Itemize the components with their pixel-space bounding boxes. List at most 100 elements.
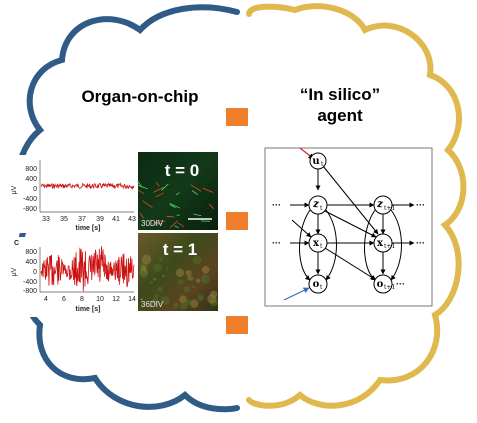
node-z-t1-sub: t+1 bbox=[384, 205, 395, 212]
tissue-blob bbox=[141, 272, 147, 278]
tissue-blob bbox=[185, 298, 192, 306]
neuron-fiber bbox=[174, 225, 179, 229]
neuron-texture-t1 bbox=[139, 254, 218, 310]
node-x-t-label: x bbox=[313, 238, 320, 249]
plot2-signal-trace bbox=[40, 246, 135, 292]
plot2-ytick-3: -400 bbox=[23, 279, 37, 286]
microscope-image-t1: t = 1 36DIV bbox=[138, 233, 218, 311]
signal-plot-2: C 800 400 0 -400 -800 μV 4 6 8 10 12 14 … bbox=[10, 237, 138, 317]
node-o-t1-label: o bbox=[377, 279, 384, 290]
plot2-xtick-0: 4 bbox=[44, 296, 48, 303]
plot1-xtick-3: 39 bbox=[96, 216, 104, 223]
tissue-blob bbox=[153, 277, 157, 281]
neuron-fiber bbox=[166, 215, 175, 218]
right-title-line1: “In silico” bbox=[300, 85, 380, 104]
neuron-fiber bbox=[156, 219, 166, 222]
tissue-blob bbox=[207, 294, 217, 304]
neuron-fiber bbox=[155, 181, 160, 187]
neuron-texture-t0 bbox=[137, 180, 215, 229]
tissue-blob bbox=[180, 301, 188, 310]
plot2-ylabel: μV bbox=[11, 267, 18, 276]
plot1-signal-trace bbox=[40, 182, 135, 190]
plot2-panel-letter: C bbox=[14, 240, 19, 247]
neuron-fiber bbox=[155, 192, 165, 198]
tissue-blob bbox=[200, 274, 210, 284]
plot2-xtick-3: 10 bbox=[96, 296, 104, 303]
node-z-t-sub: t bbox=[320, 205, 323, 212]
time-label-t1: t = 1 bbox=[163, 240, 198, 259]
node-o-t1: o t+1 bbox=[373, 274, 395, 294]
tissue-blob bbox=[154, 294, 159, 299]
tissue-blob bbox=[177, 282, 181, 286]
plot1-ytick-1: 400 bbox=[25, 176, 37, 183]
plot2-ytick-1: 400 bbox=[25, 259, 37, 266]
plot2-xtick-5: 14 bbox=[128, 296, 136, 303]
node-x-t1: x t+1 bbox=[373, 233, 395, 253]
plot2-xtick-2: 8 bbox=[80, 296, 84, 303]
neuron-fiber bbox=[208, 203, 215, 209]
node-z-t-label: z bbox=[312, 199, 319, 210]
tissue-blob bbox=[162, 274, 165, 278]
ellipsis-o-right: ··· bbox=[396, 279, 405, 289]
neuron-fiber bbox=[191, 190, 199, 196]
connector-top bbox=[226, 108, 248, 126]
time-label-t0: t = 0 bbox=[165, 161, 200, 180]
tissue-blob bbox=[158, 256, 163, 262]
neuron-fiber bbox=[190, 184, 202, 192]
tissue-blob bbox=[161, 296, 170, 305]
tissue-blob bbox=[151, 298, 159, 305]
node-x-t1-label: x bbox=[377, 238, 384, 249]
node-o-t1-sub: t+1 bbox=[384, 284, 395, 291]
node-o-t-label: o bbox=[313, 279, 320, 290]
neuron-fiber bbox=[202, 187, 214, 193]
neuron-fiber bbox=[169, 220, 179, 228]
div-label-t0: 30DIV bbox=[141, 219, 164, 228]
neuron-fiber bbox=[142, 200, 153, 208]
ellipsis-x-left: ··· bbox=[272, 238, 281, 248]
plot1-xtick-4: 41 bbox=[112, 216, 120, 223]
tissue-blob bbox=[173, 302, 179, 308]
plot2-xtick-4: 12 bbox=[112, 296, 120, 303]
tissue-blob bbox=[165, 266, 169, 270]
plot1-xtick-2: 37 bbox=[78, 216, 86, 223]
node-z-t: z t bbox=[308, 195, 328, 215]
tissue-blob bbox=[185, 269, 192, 276]
tissue-blob bbox=[201, 265, 210, 274]
tissue-blob bbox=[192, 255, 202, 265]
tissue-blob bbox=[175, 268, 185, 277]
plot1-xtick-5: 43 bbox=[128, 216, 136, 223]
tissue-blob bbox=[141, 254, 152, 265]
tissue-blob bbox=[183, 285, 191, 293]
plot2-xtick-1: 6 bbox=[62, 296, 66, 303]
plot2-ytick-2: 0 bbox=[33, 269, 37, 276]
model-edges bbox=[283, 147, 415, 301]
div-label-t1: 36DIV bbox=[141, 300, 164, 309]
node-u-label: u bbox=[312, 156, 319, 167]
node-z-t1: z t+1 bbox=[373, 195, 395, 215]
neuron-fiber bbox=[153, 186, 164, 193]
plot1-ytick-2: 0 bbox=[33, 186, 37, 193]
node-x-t: x t bbox=[308, 233, 328, 253]
node-u-sub: t bbox=[321, 161, 324, 168]
graphical-model: u t z t z t+1 x t x t+1 o t bbox=[264, 147, 433, 307]
tissue-blob bbox=[195, 278, 201, 283]
tissue-blob bbox=[188, 275, 195, 282]
connector-bottom bbox=[226, 316, 248, 334]
neuron-fiber bbox=[161, 183, 169, 191]
connector-middle bbox=[226, 212, 248, 230]
node-x-t-sub: t bbox=[320, 243, 323, 250]
plot1-xtick-0: 33 bbox=[42, 216, 50, 223]
tissue-blob bbox=[179, 295, 187, 303]
tissue-blob bbox=[140, 298, 143, 301]
neuron-fiber bbox=[169, 204, 176, 209]
neuron-fiber bbox=[177, 222, 185, 228]
plot1-ytick-3: -400 bbox=[23, 196, 37, 203]
tissue-blob bbox=[157, 286, 163, 292]
tissue-blob bbox=[197, 294, 204, 302]
right-title-line2: agent bbox=[317, 106, 363, 125]
ellipsis-z-right: ··· bbox=[416, 200, 425, 210]
microscope-image-t0: t = 0 30DIV bbox=[137, 152, 218, 230]
signal-plot-1: 800 400 0 -400 -800 μV 33 35 37 39 41 43… bbox=[10, 155, 138, 233]
node-o-t: o t bbox=[308, 274, 328, 294]
neuron-fiber bbox=[175, 192, 180, 196]
